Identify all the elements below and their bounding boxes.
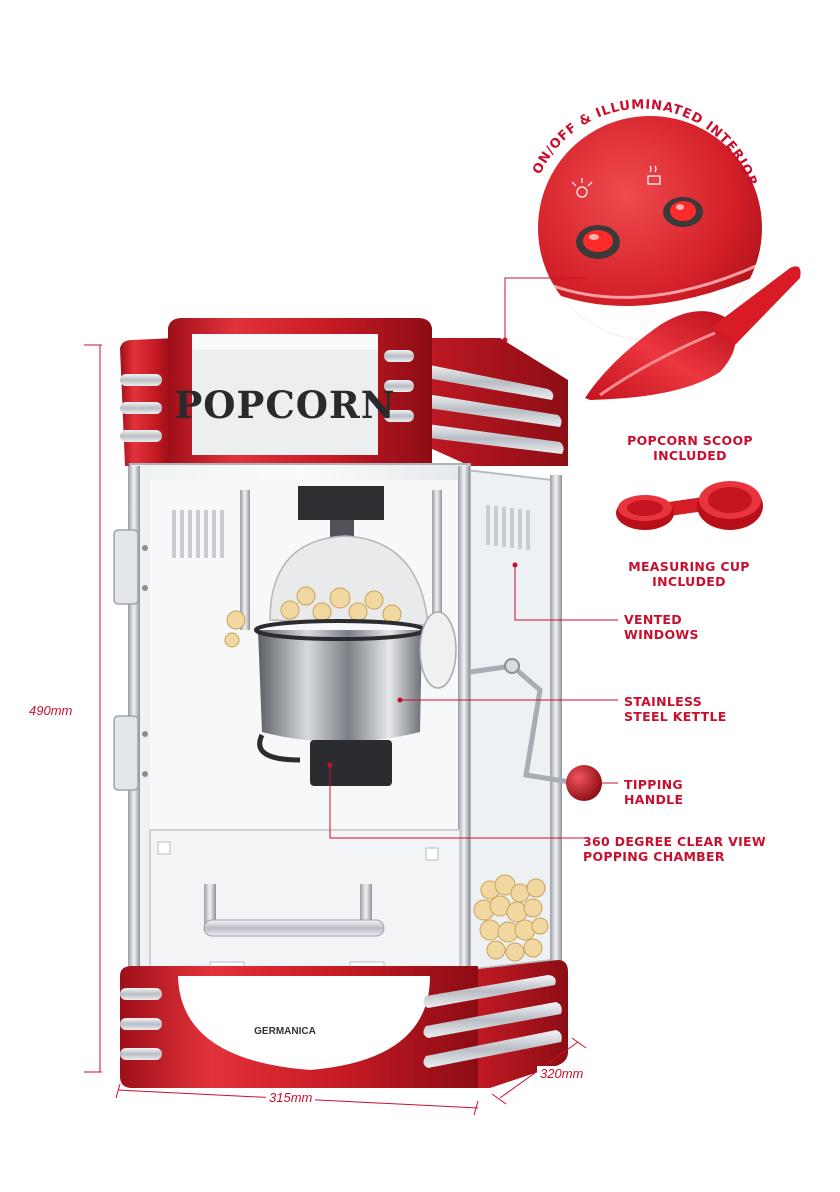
kettle-label-line2: STEEL KETTLE xyxy=(624,709,727,724)
kettle-label-line1: STAINLESS xyxy=(624,694,727,709)
measuring-cup-label-line2: INCLUDED xyxy=(608,574,770,589)
width-dimension: 315mm xyxy=(266,1090,315,1105)
scoop-label: POPCORN SCOOP INCLUDED xyxy=(610,433,770,463)
handle-label-line1: TIPPING xyxy=(624,777,683,792)
tipping-handle-label: TIPPING HANDLE xyxy=(624,777,683,807)
kettle-label: STAINLESS STEEL KETTLE xyxy=(624,694,727,724)
chamber-label-line1: 360 DEGREE CLEAR VIEW xyxy=(583,834,766,849)
popcorn-machine xyxy=(114,318,602,1088)
depth-dimension: 320mm xyxy=(537,1066,586,1081)
scoop-label-line2: INCLUDED xyxy=(610,448,770,463)
tipping-handle-knob xyxy=(566,765,602,801)
height-dimension: 490mm xyxy=(26,703,75,718)
chamber-label-line2: POPPING CHAMBER xyxy=(583,849,766,864)
power-switch-left xyxy=(576,225,620,259)
popping-chamber-label: 360 DEGREE CLEAR VIEW POPPING CHAMBER xyxy=(583,834,766,864)
scoop-label-line1: POPCORN SCOOP xyxy=(610,433,770,448)
measuring-cup-label: MEASURING CUP INCLUDED xyxy=(608,559,770,589)
brand-logo: GERMANICA xyxy=(254,1026,316,1037)
vented-windows-label: VENTED WINDOWS xyxy=(624,612,699,642)
handle-label-line2: HANDLE xyxy=(624,792,683,807)
power-switch-right xyxy=(663,197,703,227)
vented-label-line1: VENTED xyxy=(624,612,699,627)
measuring-cup-icon xyxy=(616,481,763,530)
vented-label-line2: WINDOWS xyxy=(624,627,699,642)
measuring-cup-label-line1: MEASURING CUP xyxy=(608,559,770,574)
sign-text: POPCORN xyxy=(174,383,395,427)
